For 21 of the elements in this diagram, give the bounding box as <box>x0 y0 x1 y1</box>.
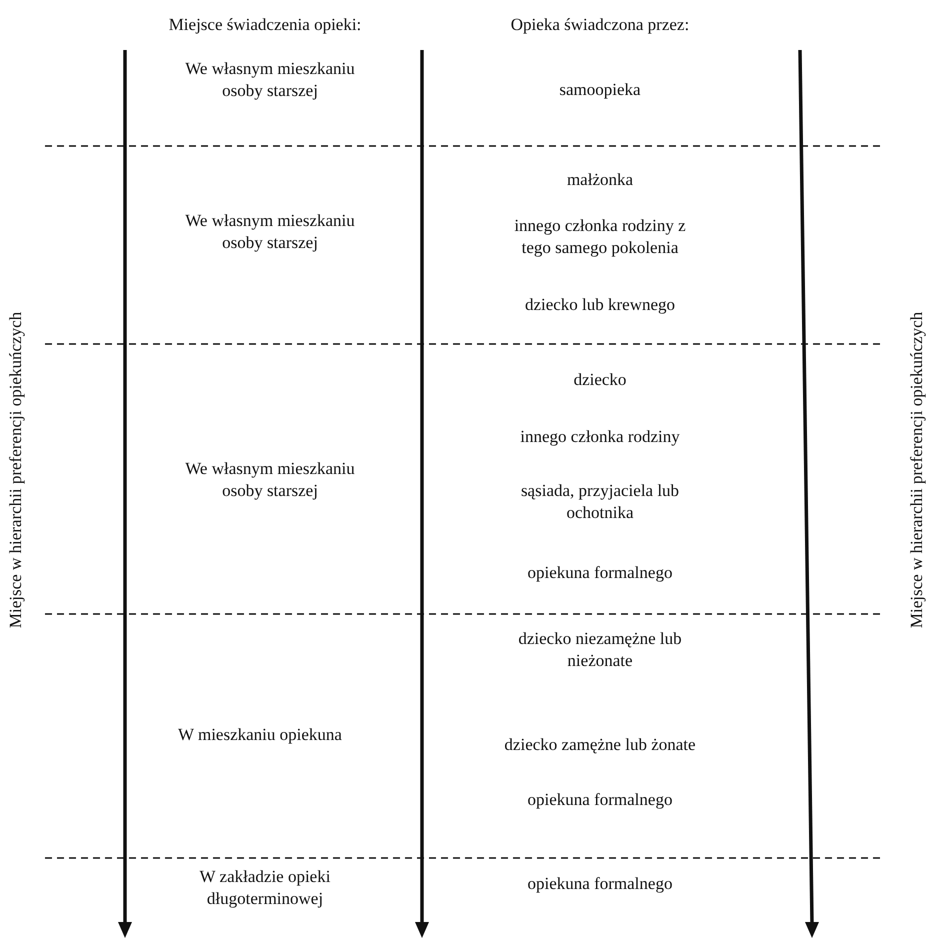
carer-label: opiekuna formalnego <box>526 872 674 895</box>
carer-label: innego członka rodziny z tego samego pokolenia <box>513 214 687 259</box>
carer-label: dziecko zamężne lub żonate <box>503 734 697 756</box>
carer-label: samoopieka <box>558 78 642 101</box>
place-label: We własnym mieszkaniu osoby starszej <box>184 58 356 102</box>
place-label: We własnym mieszkaniu osoby starszej <box>184 458 356 502</box>
carer-label: dziecko <box>572 368 628 391</box>
axis-label: Miejsce w hierarchii preferencji opiekuńczych <box>6 312 26 628</box>
carer-label: innego członka rodziny <box>519 426 681 448</box>
carer-label: opiekuna formalnego <box>526 562 674 584</box>
carer-label: małżonka <box>566 168 634 191</box>
column-header: Miejsce świadczenia opieki: <box>168 14 362 36</box>
column-header: Opieka świadczona przez: <box>510 14 690 36</box>
carer-label: opiekuna formalnego <box>526 788 674 811</box>
axis-label: Miejsce w hierarchii preferencji opiekuńczych <box>907 312 927 628</box>
carer-label: dziecko niezamężne lub nieżonate <box>517 628 683 672</box>
place-label: W mieszkaniu opiekuna <box>177 724 343 746</box>
place-label: We własnym mieszkaniu osoby starszej <box>184 210 356 254</box>
carer-label: sąsiada, przyjaciela lub ochotnika <box>520 480 680 524</box>
place-label: W zakładzie opieki długoterminowej <box>198 866 332 910</box>
carer-label: dziecko lub krewnego <box>524 294 676 316</box>
